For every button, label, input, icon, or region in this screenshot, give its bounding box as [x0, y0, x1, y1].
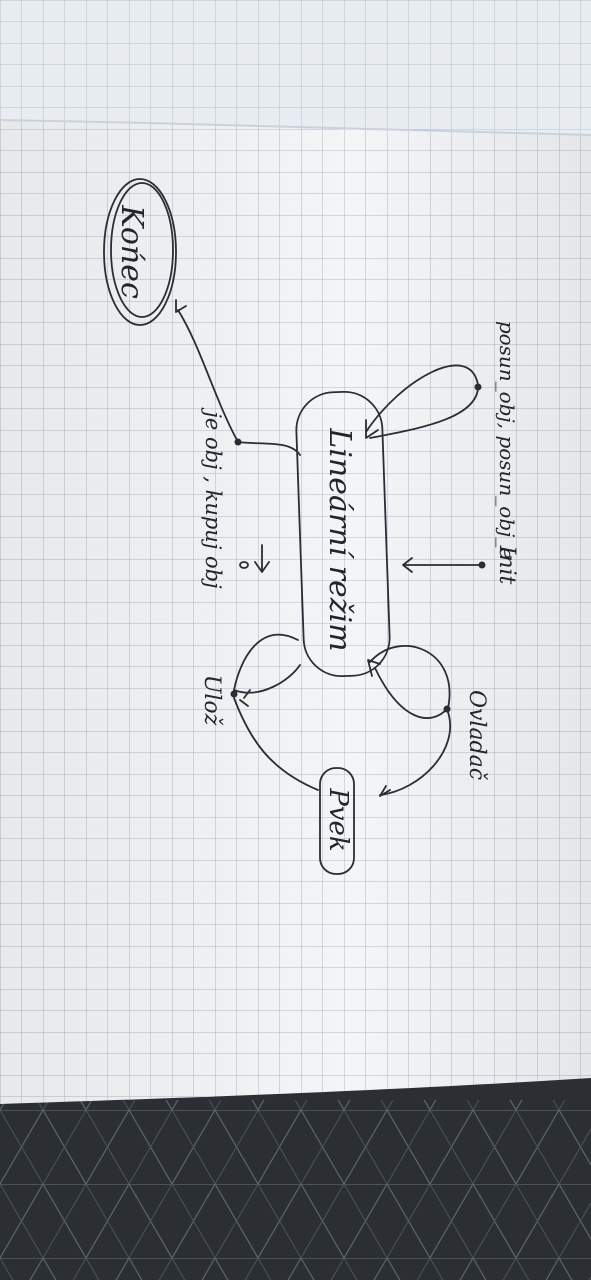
ovladac-curve-b	[374, 667, 449, 719]
ulozit-to-pvek	[233, 697, 319, 791]
posun-loop-a	[365, 364, 479, 433]
posun-label: posun_obj, posun_obj_e	[495, 321, 519, 559]
ulozit-loop-b	[233, 664, 301, 694]
init-dot	[478, 561, 486, 569]
ulozit-arrow-head	[239, 689, 251, 707]
sipky-mark	[254, 544, 270, 573]
exit-state-ellipse	[103, 178, 177, 326]
ovladac-arrow-head-b	[379, 785, 391, 797]
pvek-state-box	[319, 767, 355, 875]
exit-state-label: Końec	[114, 204, 149, 299]
init-arrow-head	[402, 557, 413, 573]
main-state-box	[295, 390, 391, 678]
sipky-mark-dot	[239, 561, 249, 569]
posun-dot	[474, 383, 482, 391]
ulozit-label: Ulož	[199, 675, 224, 726]
main-state-label: Lineární režim	[322, 427, 357, 651]
init-label: Init	[494, 545, 519, 585]
exit-arrow-head	[175, 299, 187, 313]
pvek-state-label: Pvek	[323, 787, 353, 851]
posun-loop-b	[369, 384, 479, 439]
ulozit-dot	[230, 690, 238, 698]
ovladac-label: Ovladač	[464, 690, 489, 781]
exit-dot	[234, 438, 242, 446]
posun-arrow-head	[365, 419, 379, 439]
ovladac-dot	[443, 705, 451, 713]
ovladac-arrow-head-a	[367, 659, 381, 677]
ovladac-curve-a	[369, 645, 451, 709]
exit-transition-label: je obj , kupuj obj	[201, 407, 225, 589]
exit-state-ellipse-inner	[110, 182, 174, 318]
exit-arrow	[177, 309, 301, 456]
ovladac-to-pvek	[379, 711, 451, 796]
ulozit-loop-a	[233, 633, 299, 691]
